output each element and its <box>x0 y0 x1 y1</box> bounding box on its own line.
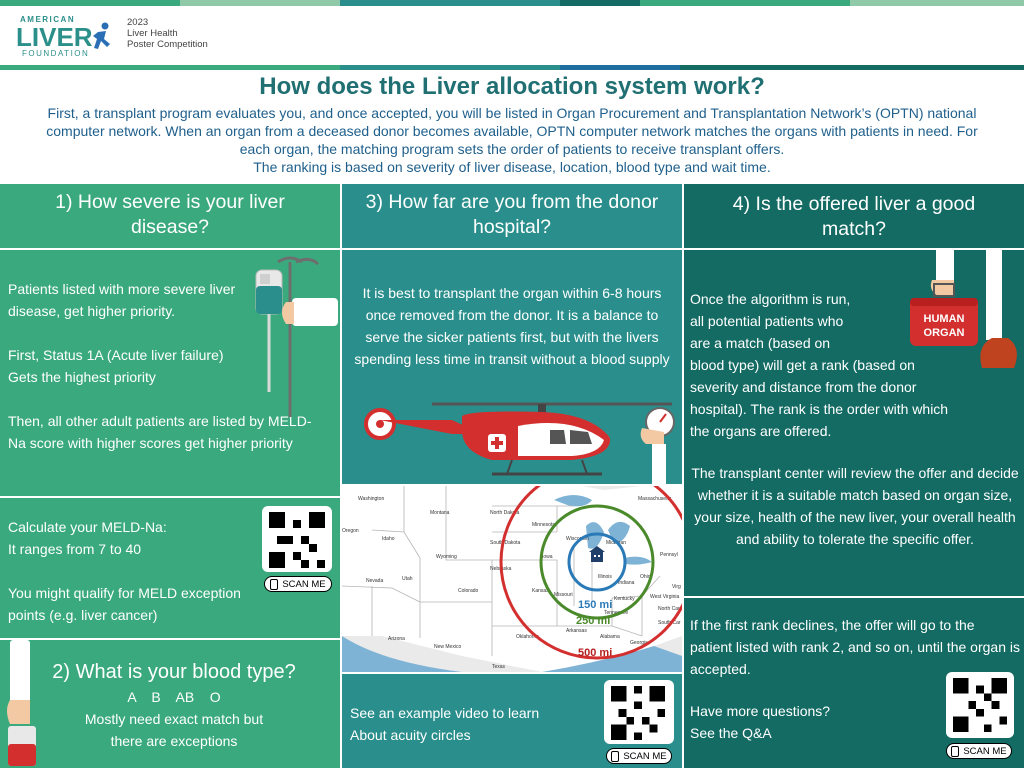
poster-header: AMERICAN LIVER FOUNDATION 2023 Liver Hea… <box>0 6 1024 65</box>
match-body-cell: Once the algorithm is run, all potential… <box>684 250 1024 596</box>
donor-hospital-icon <box>589 546 605 562</box>
human-organ-cooler-illustration: HUMAN ORGAN <box>910 250 1017 368</box>
blood-type-cell: 2) What is your blood type? A B AB O Mos… <box>0 640 340 768</box>
rank-cell: If the first rank declines, the offer wi… <box>684 598 1024 768</box>
map-state-label: North Car <box>658 606 680 612</box>
match-heading: 4) Is the offered liver a good match? <box>732 193 976 240</box>
map-state-label: Washington <box>358 496 384 502</box>
radius-250-label: 250 mi <box>576 615 610 627</box>
logo-main-text: LIVER <box>16 22 93 52</box>
distance-heading: 3) How far are you from the donor hospit… <box>365 191 659 238</box>
meld-calc-range: It ranges from 7 to 40 <box>8 541 142 557</box>
match-paragraph-1: Once the algorithm is run, all potential… <box>690 291 949 439</box>
map-state-label: Missouri <box>554 592 573 598</box>
helicopter-illustration <box>364 402 675 484</box>
video-scan-me-button[interactable]: SCAN ME <box>606 748 672 764</box>
severity-heading: 1) How severe is your liver disease? <box>55 191 285 238</box>
blood-type-note-line1: Mostly need exact match but <box>84 711 264 727</box>
distance-body-cell: It is best to transplant the organ withi… <box>342 250 682 484</box>
acuity-video-qr-code[interactable] <box>604 680 674 744</box>
map-state-label: Indiana <box>618 580 635 586</box>
map-state-label: Pennsyl <box>660 552 678 558</box>
blood-type-note-line2: there are exceptions <box>110 733 238 749</box>
map-state-label: West Virginia <box>650 594 679 600</box>
acuity-circle-150 <box>567 532 627 592</box>
map-state-label: Alabama <box>600 634 620 640</box>
meld-calc-line1: Calculate your MELD-Na: <box>8 519 167 535</box>
questions-line1: Have more questions? <box>690 703 831 719</box>
map-state-label: North Dakota <box>490 510 520 516</box>
map-state-label: New Mexico <box>434 644 461 650</box>
phone-icon <box>951 745 960 757</box>
map-state-label: Utah <box>402 576 413 582</box>
map-state-label: Montana <box>430 510 450 516</box>
distance-paragraph: It is best to transplant the organ withi… <box>354 285 670 367</box>
severity-meld-paragraph: Then, all other adult patients are liste… <box>8 413 312 451</box>
severity-status-1a: First, Status 1A (Acute liver failure) <box>8 347 224 363</box>
severity-heading-cell: 1) How severe is your liver disease? <box>0 184 340 248</box>
map-state-label: Kentucky <box>614 596 635 602</box>
severity-body-cell: Patients listed with more severe liver d… <box>0 250 340 496</box>
acuity-circle-250 <box>539 504 655 620</box>
intro-text: First, a transplant program evaluates yo… <box>46 105 978 175</box>
iv-drip-illustration <box>255 256 338 417</box>
competition-label: 2023 Liver Health Poster Competition <box>127 17 208 50</box>
acuity-circle-500 <box>499 486 682 660</box>
logo-top-text: AMERICAN <box>20 15 76 24</box>
map-state-label: Ohio <box>640 574 651 580</box>
cooler-label-human: HUMAN <box>924 313 965 325</box>
map-state-label: Nevada <box>366 578 383 584</box>
questions-line2: See the Q&A <box>690 725 772 741</box>
american-liver-foundation-logo: AMERICAN LIVER FOUNDATION <box>16 14 116 58</box>
header-top-strip <box>0 0 1024 6</box>
map-state-label: Oregon <box>342 528 359 534</box>
map-state-label: Wisconsin <box>566 536 589 542</box>
blood-type-list: A B AB O <box>127 689 221 705</box>
map-state-label: Minnesota <box>532 522 555 528</box>
header-bottom-strip <box>0 65 1024 70</box>
phone-icon <box>270 578 279 590</box>
qa-scan-me-button[interactable]: SCAN ME <box>946 743 1012 759</box>
meld-calculator-cell: Calculate your MELD-Na: It ranges from 7… <box>0 498 340 638</box>
map-state-label: Kansas <box>532 588 549 594</box>
meld-exception-note: You might qualify for MELD exception poi… <box>8 585 241 623</box>
map-state-label: South Dakota <box>490 540 521 546</box>
map-state-label: Idaho <box>382 536 395 542</box>
meld-calculator-qr-code[interactable] <box>262 506 332 572</box>
map-state-label: Illinois <box>598 574 612 580</box>
acuity-video-cell: See an example video to learn About acui… <box>342 674 682 768</box>
running-figure-icon <box>93 22 110 49</box>
match-heading-cell: 4) Is the offered liver a good match? <box>684 184 1024 248</box>
map-state-label: Arkansas <box>566 628 587 634</box>
radius-150-label: 150 mi <box>578 599 612 611</box>
radius-500-label: 500 mi <box>578 647 612 659</box>
map-state-label: Texas <box>492 664 506 670</box>
phone-icon <box>611 750 620 762</box>
distance-heading-cell: 3) How far are you from the donor hospit… <box>342 184 682 248</box>
page-title: How does the Liver allocation system wor… <box>259 73 765 100</box>
severity-paragraph-1: Patients listed with more severe liver d… <box>8 281 236 319</box>
map-state-label: Georgia <box>630 640 648 646</box>
us-map: WashingtonOregonIdahoMontanaWyomingNorth… <box>342 486 682 672</box>
qa-qr-code[interactable] <box>946 672 1014 738</box>
map-state-label: Oklahoma <box>516 634 539 640</box>
blood-bag-illustration <box>7 640 36 766</box>
rank-paragraph: If the first rank declines, the offer wi… <box>690 617 1020 677</box>
map-state-label: Iowa <box>542 554 553 560</box>
video-note-line2: About acuity circles <box>350 727 471 743</box>
severity-status-1a-priority: Gets the highest priority <box>8 369 156 385</box>
logo-bottom-text: FOUNDATION <box>22 49 90 58</box>
map-state-label: Arizona <box>388 636 405 642</box>
match-paragraph-2: The transplant center will review the of… <box>691 465 1019 547</box>
map-state-label: Colorado <box>458 588 479 594</box>
map-state-label: Massachusetts <box>638 496 672 502</box>
meld-scan-me-button[interactable]: SCAN ME <box>264 576 332 592</box>
map-state-label: Tennessee <box>604 610 628 616</box>
video-note-line1: See an example video to learn <box>350 705 540 721</box>
cooler-label-organ: ORGAN <box>924 327 965 339</box>
map-state-label: Virg <box>672 584 681 590</box>
blood-type-heading: 2) What is your blood type? <box>52 661 296 683</box>
map-state-label: Wyoming <box>436 554 457 560</box>
